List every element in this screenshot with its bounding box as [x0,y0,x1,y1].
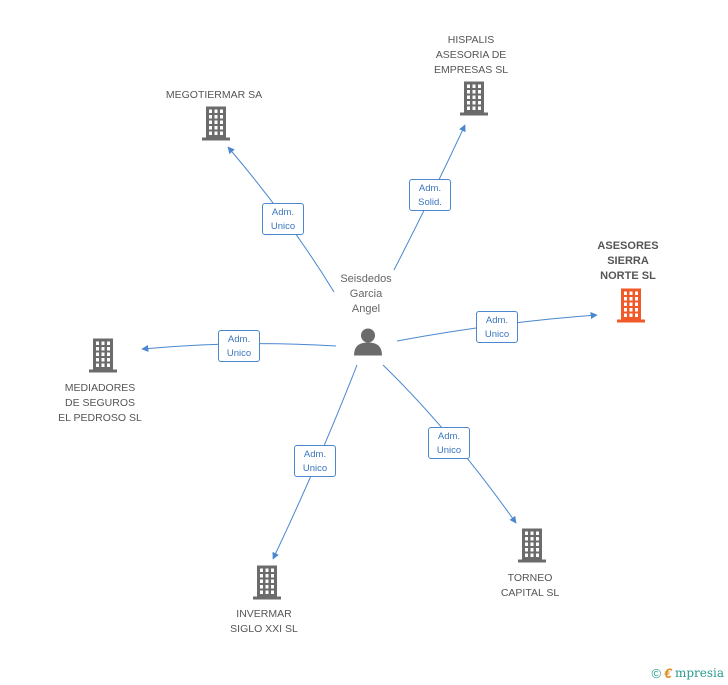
role-badge-hispalis: Adm. Solid. [409,179,451,211]
building-icon[interactable] [517,528,547,568]
building-icon[interactable] [252,565,282,605]
brand-name: mpresia [674,666,724,680]
role-badge-mediadores: Adm. Unico [218,330,260,362]
company-label-mediadores[interactable]: MEDIADORES DE SEGUROS EL PEDROSO SL [58,382,142,424]
building-icon[interactable] [459,81,489,121]
building-icon[interactable] [88,338,118,378]
footer-brand: © € mpresia [652,665,724,681]
person-icon[interactable] [353,327,383,362]
company-label-megotiermar[interactable]: MEGOTIERMAR SA [165,89,263,101]
company-label-asesores[interactable]: ASESORES SIERRA NORTE SL [597,240,659,282]
brand-logo-icon: € [664,665,672,681]
role-badge-torneo: Adm. Unico [428,427,470,459]
role-badge-megotiermar: Adm. Unico [262,203,304,235]
building-icon[interactable] [616,288,646,328]
copyright-symbol: © [651,665,662,681]
company-label-invermar[interactable]: INVERMAR SIGLO XXI SL [230,608,298,635]
building-icon[interactable] [201,106,231,146]
role-badge-asesores: Adm. Unico [476,311,518,343]
role-badge-invermar: Adm. Unico [294,445,336,477]
company-label-hispalis[interactable]: HISPALIS ASESORIA DE EMPRESAS SL [433,34,509,76]
person-name[interactable]: Seisdedos Garcia Angel [340,273,392,315]
company-label-torneo[interactable]: TORNEO CAPITAL SL [500,572,560,599]
